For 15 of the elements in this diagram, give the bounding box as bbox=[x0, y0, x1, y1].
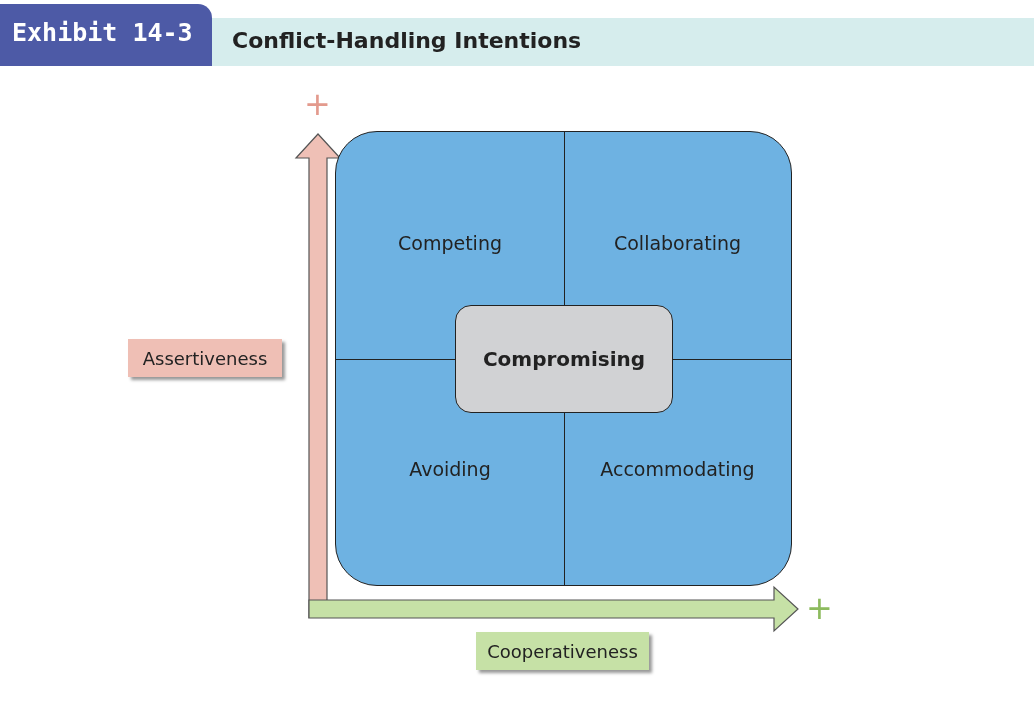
label: Assertiveness bbox=[142, 347, 268, 369]
label: Accommodating bbox=[600, 458, 755, 480]
label: Compromising bbox=[482, 347, 646, 371]
plus-sign: + bbox=[806, 592, 833, 624]
plus-sign: + bbox=[304, 88, 331, 120]
label: Cooperativeness bbox=[487, 640, 638, 662]
axis-label-box bbox=[128, 339, 282, 377]
axis-label-box bbox=[476, 632, 649, 670]
label: Competing bbox=[398, 232, 502, 254]
exhibit-number: Exhibit 14-3 bbox=[12, 18, 193, 47]
label: Collaborating bbox=[613, 232, 742, 254]
matrix-panel bbox=[335, 131, 792, 586]
title: Conflict-Handling Intentions bbox=[232, 28, 582, 53]
label: Avoiding bbox=[409, 458, 491, 480]
center-box bbox=[455, 305, 673, 413]
